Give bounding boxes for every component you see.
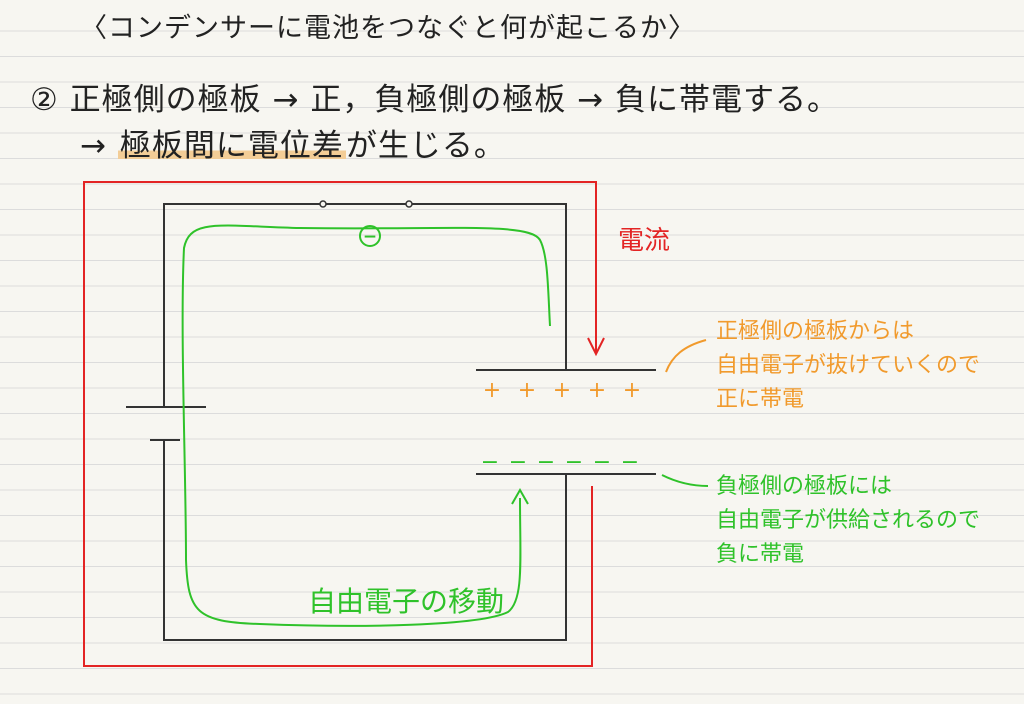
minus-sign: −	[481, 450, 499, 475]
minus-sign: −	[537, 450, 555, 475]
note-line: 正に帯電	[716, 387, 805, 412]
statement-line: ② 正極側の極板 → 正，負極側の極板 → 負に帯電する。	[30, 82, 840, 118]
minus-sign: −	[593, 450, 611, 475]
note-line: 正極側の極板からは	[716, 319, 915, 344]
conclusion-line: → 極板間に電位差が生じる。	[80, 120, 506, 165]
negative-plate-note: 負極側の極板には 自由電子が供給されるので 負に帯電	[716, 470, 980, 572]
note-line: 自由電子が抜けていくので	[716, 353, 981, 378]
plus-sign: +	[518, 378, 536, 403]
current-path	[83, 181, 597, 667]
minus-sign: −	[509, 450, 527, 475]
plus-sign: +	[623, 378, 641, 403]
note-line: 自由電子が供給されるので	[716, 508, 981, 533]
switch-terminal-right	[405, 200, 413, 208]
minus-sign: −	[621, 450, 639, 475]
positive-note-leader	[665, 339, 707, 373]
plus-sign: +	[588, 378, 606, 403]
conclusion-highlight: 極板間に電位差	[117, 128, 346, 164]
electron-minus-circle	[359, 225, 381, 247]
conclusion-arrow: →	[80, 128, 118, 164]
electron-path	[181, 224, 551, 627]
page-title: 〈コンデンサーに電池をつなぐと何が起こるか〉	[80, 13, 696, 44]
electron-arrow-icon	[511, 487, 529, 505]
plus-sign: +	[483, 378, 501, 403]
conclusion-rest: が生じる。	[345, 128, 506, 164]
minus-sign: −	[565, 450, 583, 475]
current-arrow-icon	[587, 337, 605, 357]
negative-note-leader	[661, 474, 709, 487]
note-line: 負に帯電	[716, 542, 805, 567]
circuit-wire-top	[163, 203, 567, 393]
note-line: 負極側の極板には	[716, 474, 893, 499]
positive-plate-note: 正極側の極板からは 自由電子が抜けていくので 正に帯電	[716, 315, 980, 417]
electron-flow-label: 自由電子の移動	[308, 585, 505, 618]
electron-minus-sign: −	[363, 227, 377, 247]
switch-terminal-left	[319, 200, 327, 208]
plus-sign: +	[553, 378, 571, 403]
circuit-wire-bottom	[163, 440, 567, 641]
current-label: 電流	[618, 226, 671, 256]
